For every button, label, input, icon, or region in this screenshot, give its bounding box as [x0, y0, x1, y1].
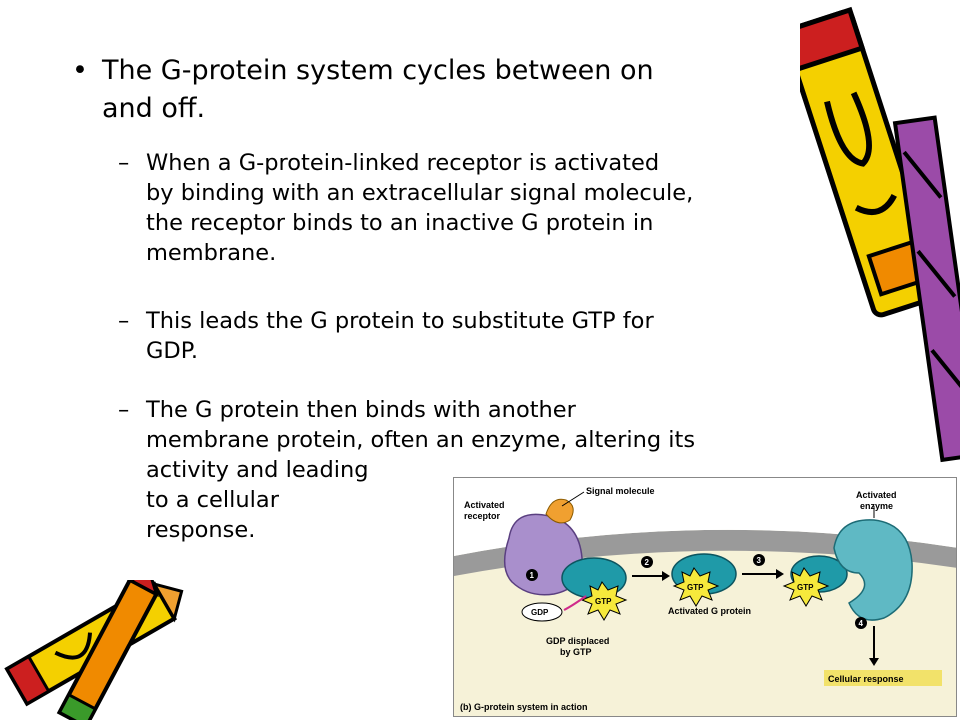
- activated-enzyme-label-2: enzyme: [860, 501, 893, 511]
- step-4-marker: [855, 617, 867, 629]
- sub-bullet-dash: –: [118, 308, 130, 334]
- pencil-clipart-bottom-left: [4, 580, 184, 720]
- pencil-marking: [854, 193, 897, 216]
- activated-enzyme-label-1: Activated: [856, 490, 897, 500]
- sub-bullet-3-line-4: to a cellular: [146, 487, 279, 513]
- sub-bullet-2-line-2: GDP.: [146, 338, 198, 364]
- step-2-number: 2: [645, 558, 650, 567]
- signal-molecule-label: Signal molecule: [586, 486, 655, 496]
- activated-receptor-label-1: Activated: [464, 500, 505, 510]
- gdp-displaced-label-2: by GTP: [560, 647, 592, 657]
- signal-molecule-shape: [545, 498, 574, 524]
- pencil-eraser: [5, 654, 51, 706]
- activated-enzyme-shape: [833, 519, 913, 621]
- gtp-label-1: GTP: [595, 597, 612, 606]
- step-2-marker: [641, 556, 653, 568]
- arrow-head: [776, 569, 784, 579]
- step-4-number: 4: [859, 619, 864, 628]
- gtp-star-3: [782, 567, 830, 607]
- gtp-label-2: GTP: [687, 583, 704, 592]
- pencil-clipart-top-right: [800, 6, 960, 463]
- g-protein-diagram: Activated receptor Signal molecule Activ…: [453, 477, 957, 717]
- extracellular-space: [454, 478, 956, 556]
- pencil-marking: [902, 150, 960, 397]
- cellular-response-box: [824, 670, 942, 686]
- pencil-marking: [824, 91, 872, 167]
- gdp-release-arrow: [563, 595, 587, 611]
- pencil-eraser: [800, 6, 866, 73]
- gdp-displaced-label-1: GDP displaced: [546, 636, 609, 646]
- pencil-eraser: [57, 692, 98, 720]
- main-bullet-text: The G-protein system cycles between on a…: [102, 52, 832, 128]
- bullet-dot: •: [72, 55, 88, 86]
- activated-receptor-label-2: receptor: [464, 511, 501, 521]
- pencil-purple-body: [892, 115, 960, 463]
- main-bullet-line-1: The G-protein system cycles between on: [102, 55, 654, 86]
- cellular-response-label: Cellular response: [828, 674, 904, 684]
- step-1-marker: [526, 569, 538, 581]
- arrow-head: [662, 571, 670, 581]
- pencil-tip: [125, 580, 159, 598]
- gtp-star-1: [580, 581, 628, 621]
- sub-bullet-2-line-1: This leads the G protein to substitute G…: [146, 308, 654, 334]
- sub-bullet-3-line-1: The G protein then binds with another: [146, 397, 576, 423]
- sub-bullet-1-line-1: When a G-protein-linked receptor is acti…: [146, 150, 660, 176]
- pencil-marking: [54, 632, 92, 660]
- step-3-number: 3: [757, 556, 762, 565]
- signal-molecule-pointer: [561, 491, 585, 507]
- g-protein-diagram-svg: Activated receptor Signal molecule Activ…: [454, 478, 956, 712]
- sub-bullet-2-text: This leads the G protein to substitute G…: [146, 306, 654, 366]
- sub-bullet-3-line-3: activity and leading: [146, 457, 369, 483]
- sub-bullet-3-line-2: membrane protein, often an enzyme, alter…: [146, 427, 696, 453]
- cell-membrane: [454, 529, 956, 576]
- sub-bullet-1-line-3: the receptor binds to an inactive G prot…: [146, 210, 654, 236]
- sub-bullet-3-text: The G protein then binds with another me…: [146, 395, 695, 545]
- sub-bullet-dash: –: [118, 150, 130, 176]
- diagram-caption: (b) G-protein system in action: [460, 702, 588, 712]
- arrow-head: [869, 658, 879, 666]
- sub-bullet-1-line-4: membrane.: [146, 240, 277, 266]
- step-1-number: 1: [530, 571, 535, 580]
- sub-bullet-1-line-2: by binding with an extracellular signal …: [146, 180, 694, 206]
- main-bullet-line-2: and off.: [102, 93, 206, 124]
- gtp-star-2: [672, 567, 720, 607]
- gdp-label: GDP: [531, 608, 549, 617]
- gtp-label-3: GTP: [797, 583, 814, 592]
- sub-bullet-1-text: When a G-protein-linked receptor is acti…: [146, 148, 693, 268]
- step-3-marker: [753, 554, 765, 566]
- sub-bullet-dash: –: [118, 397, 130, 423]
- sub-bullet-3-line-5: response.: [146, 517, 256, 543]
- gdp-ellipse: [521, 602, 563, 622]
- pencil-tip: [151, 581, 184, 623]
- activated-g-protein-label: Activated G protein: [668, 606, 751, 616]
